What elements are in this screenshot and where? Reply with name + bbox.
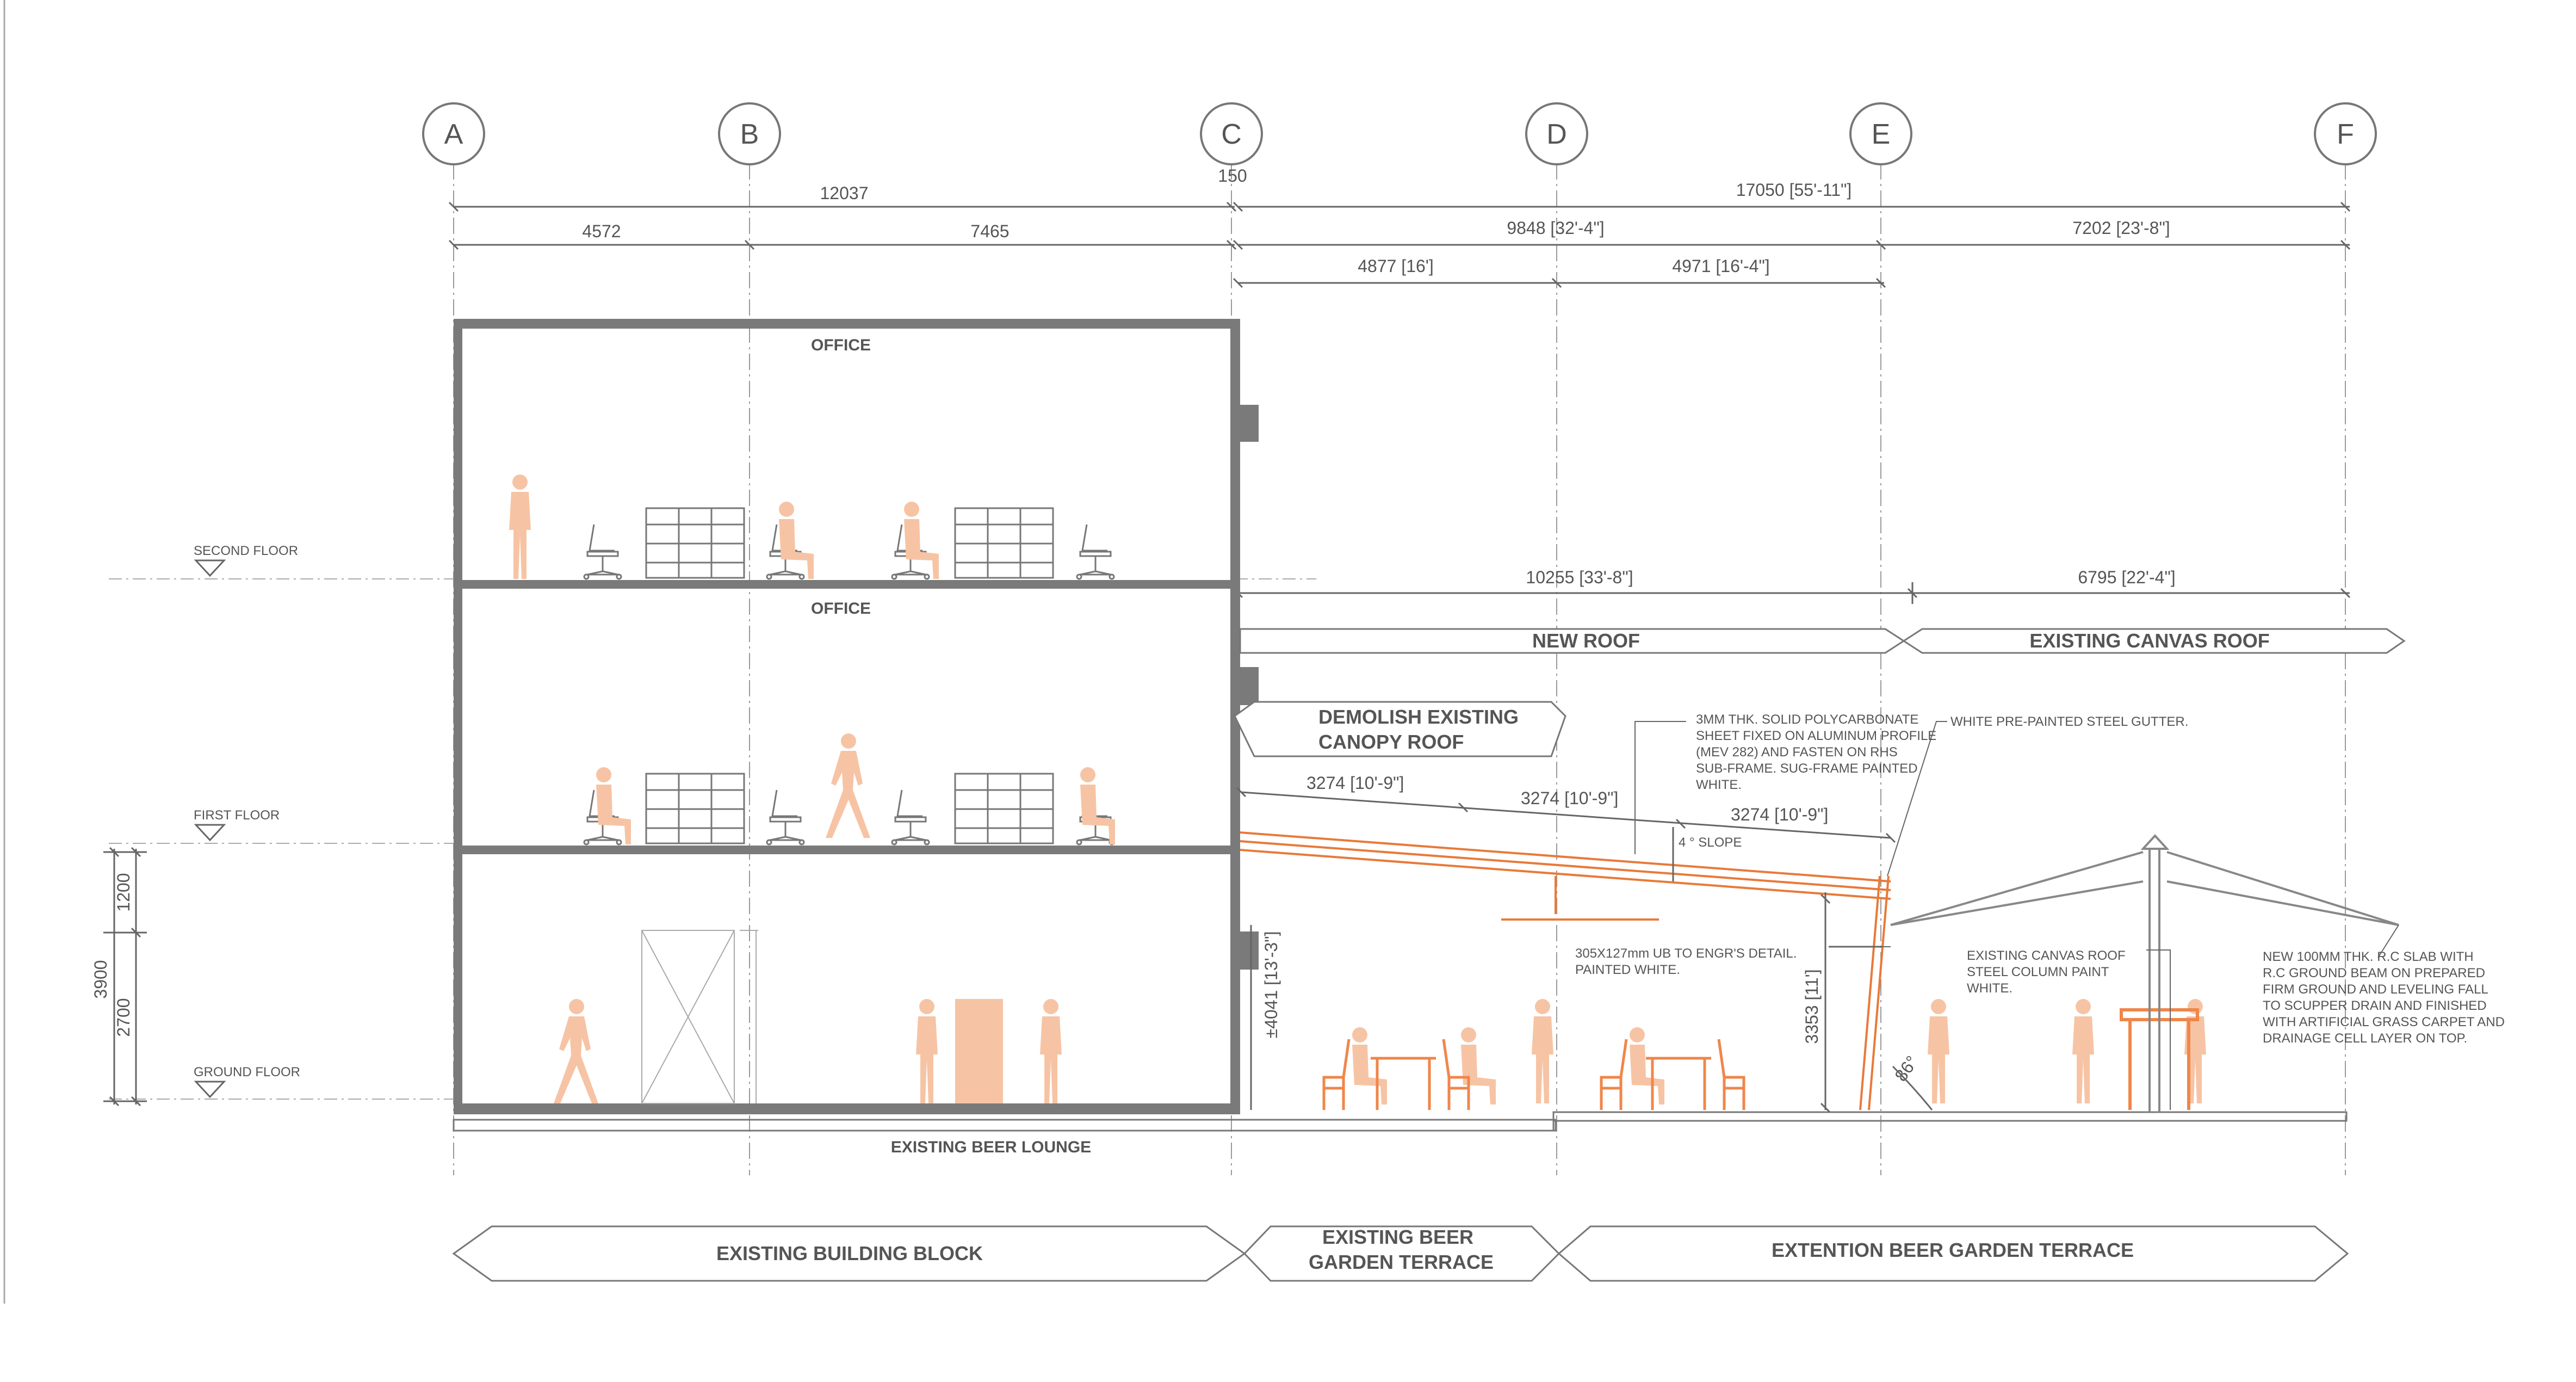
dim-cd: 4877 [16'] — [1358, 256, 1434, 276]
dim-seg-3: 3274 [10'-9"] — [1731, 805, 1828, 824]
grid-bubbles — [422, 102, 2377, 165]
note-column-2: STEEL COLUMN PAINT — [1967, 965, 2109, 979]
note-gutter: WHITE PRE-PAINTED STEEL GUTTER. — [1950, 714, 2188, 729]
grid-label-c: C — [1221, 119, 1242, 150]
label-slope: 4 ° SLOPE — [1679, 835, 1742, 850]
note-polycarbonate-1: 3MM THK. SOLID POLYCARBONATE — [1696, 712, 1918, 727]
level-first-floor: FIRST FLOOR — [194, 808, 280, 823]
office-furniture-upper — [583, 507, 1115, 580]
dim-roof-canvas: 6795 [22'-4"] — [2078, 567, 2175, 587]
note-polycarbonate-3: (MEV 282) AND FASTEN ON RHS — [1696, 745, 1898, 760]
label-new-roof: NEW ROOF — [1532, 630, 1640, 652]
banner-terrace-2: GARDEN TERRACE — [1309, 1251, 1494, 1273]
dim-height-total: 3900 — [91, 960, 110, 998]
grid-label-d: D — [1546, 119, 1567, 150]
dim-seg-1: 3274 [10'-9"] — [1306, 773, 1404, 793]
dim-height-lower: 2700 — [114, 998, 133, 1036]
dim-roof-height: 3353 [11'] — [1802, 969, 1822, 1044]
building-structure — [454, 319, 1259, 1114]
dim-ac: 12037 — [820, 183, 869, 203]
note-column-1: EXISTING CANVAS ROOF — [1967, 948, 2126, 963]
note-slab-6: DRAINAGE CELL LAYER ON TOP. — [2263, 1031, 2467, 1046]
note-column-3: WHITE. — [1967, 981, 2013, 996]
dim-cf: 17050 [55'-11"] — [1736, 180, 1852, 200]
note-leaders — [1634, 721, 2399, 1110]
grid-label-a: A — [444, 119, 463, 150]
ceiling-fan — [1501, 876, 1659, 921]
lounge-slab — [453, 1111, 2348, 1132]
label-demolish-2: CANOPY ROOF — [1318, 731, 1464, 753]
label-canvas-roof: EXISTING CANVAS ROOF — [2029, 630, 2269, 652]
banner-terrace-1: EXISTING BEER — [1322, 1226, 1473, 1248]
room-office-lower: OFFICE — [811, 600, 871, 618]
note-slab-3: FIRM GROUND AND LEVELING FALL — [2263, 982, 2488, 997]
grid-label-e: E — [1872, 119, 1891, 150]
banner-existing-block: EXISTING BUILDING BLOCK — [716, 1242, 983, 1264]
canopy-dims — [1236, 787, 1896, 1113]
note-slab-1: NEW 100MM THK. R.C SLAB WITH — [2263, 949, 2474, 964]
dim-roof-new: 10255 [33'-8"] — [1526, 567, 1633, 587]
note-polycarbonate-2: SHEET FIXED ON ALUMINUM PROFILE — [1696, 729, 1936, 743]
grid-label-f: F — [2337, 119, 2354, 150]
people-silhouettes — [509, 474, 2206, 1105]
dim-ce: 9848 [32'-4"] — [1507, 218, 1604, 238]
note-beam-1: 305X127mm UB TO ENGR'S DETAIL. — [1575, 946, 1797, 961]
note-beam-2: PAINTED WHITE. — [1575, 963, 1680, 977]
dim-seg-2: 3274 [10'-9"] — [1521, 788, 1618, 808]
new-roof-structure — [1240, 831, 1891, 1110]
level-lines — [109, 578, 1316, 1100]
canvas-roof-umbrella — [1890, 834, 2399, 1112]
note-slab-2: R.C GROUND BEAM ON PREPARED — [2263, 966, 2485, 980]
dim-height-upper: 1200 — [114, 873, 133, 911]
ground-door — [641, 930, 758, 1104]
level-ground-floor: GROUND FLOOR — [194, 1065, 300, 1079]
zone-banners — [452, 1225, 2349, 1282]
angle-arc — [1892, 1065, 1933, 1110]
dim-bc: 7465 — [970, 221, 1009, 241]
dim-canopy-height: ±4041 [13'-3"] — [1261, 931, 1281, 1039]
dim-ab: 4572 — [582, 221, 621, 241]
label-beer-lounge: EXISTING BEER LOUNGE — [891, 1138, 1091, 1156]
banner-extension: EXTENTION BEER GARDEN TERRACE — [1772, 1239, 2134, 1261]
note-slab-5: WITH ARTIFICIAL GRASS CARPET AND — [2263, 1015, 2505, 1029]
level-second-floor: SECOND FLOOR — [194, 544, 298, 558]
dimension-lines — [448, 201, 2351, 604]
grid-lines — [453, 163, 2346, 1175]
terrace-furniture — [1324, 1008, 2199, 1110]
grid-label-b: B — [740, 119, 759, 150]
dim-gap: 150 — [1218, 166, 1247, 186]
room-office-upper: OFFICE — [811, 336, 871, 354]
label-demolish-1: DEMOLISH EXISTING — [1318, 706, 1519, 728]
dim-ef: 7202 [23'-8"] — [2072, 218, 2170, 238]
roof-banners — [1234, 628, 2406, 757]
note-polycarbonate-4: SUB-FRAME. SUG-FRAME PAINTED — [1696, 761, 1918, 776]
dim-de: 4971 [16'-4"] — [1672, 256, 1769, 276]
height-dims — [103, 847, 147, 1107]
level-triangles — [194, 559, 226, 1099]
note-slab-4: TO SCUPPER DRAIN AND FINISHED — [2263, 998, 2487, 1013]
note-polycarbonate-5: WHITE. — [1696, 778, 1742, 792]
